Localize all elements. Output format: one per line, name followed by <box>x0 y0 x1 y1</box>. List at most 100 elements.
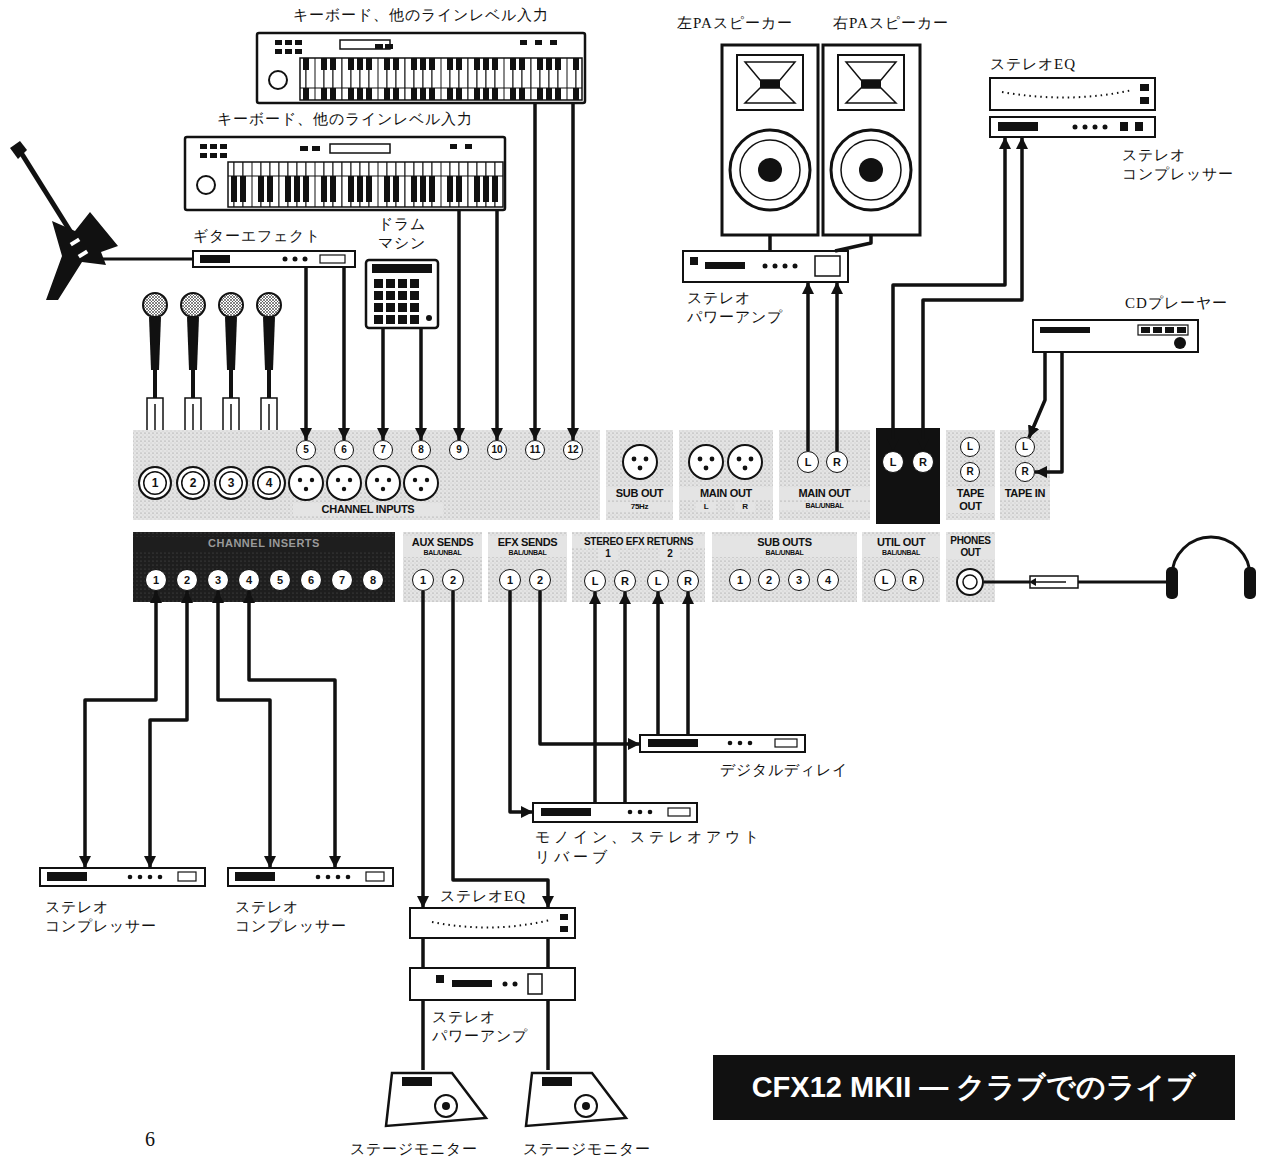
drum-machine <box>386 303 395 312</box>
guitar-effect-unit <box>283 257 288 262</box>
jack-number: 7 <box>339 575 345 586</box>
cable <box>419 328 423 440</box>
keyboard <box>185 137 505 210</box>
device-label: ステレオEQ <box>440 887 540 906</box>
keyboard <box>200 153 207 158</box>
jack-number: R <box>833 457 841 468</box>
jack-number: L <box>1022 442 1028 452</box>
xlr-socket <box>644 457 649 462</box>
guitar-effect-unit <box>293 257 298 262</box>
compressor-unit <box>40 868 205 886</box>
jack-socket: L <box>647 570 669 592</box>
device-box: ステレオ コンプレッサー <box>228 868 393 886</box>
jack-number: 1 <box>737 575 743 586</box>
cable <box>304 267 308 440</box>
mixer-panel <box>946 532 995 602</box>
keyboard <box>275 49 282 54</box>
jack-socket: 5 <box>269 569 291 591</box>
xlr-socket <box>366 466 400 500</box>
jack-socket: L <box>584 570 606 592</box>
jack-socket: 1 <box>729 569 751 591</box>
device-box: ステレオEQ <box>990 78 1155 110</box>
jack-socket: 2 <box>442 569 464 591</box>
jack-panel: MAIN OUTBAL/UNBALLR <box>779 430 870 520</box>
keyboard <box>375 44 383 49</box>
jack-socket: 2 <box>529 569 551 591</box>
pa-speaker <box>831 130 911 210</box>
jack-socket: 1 <box>145 569 167 591</box>
jack-socket: R <box>902 569 924 591</box>
compressor-unit <box>316 875 321 880</box>
mixer-panel <box>862 532 940 602</box>
mixer-panel <box>133 428 1050 602</box>
guitar <box>70 238 81 247</box>
microphone <box>263 317 275 370</box>
microphone <box>191 370 195 398</box>
microphone <box>225 317 237 370</box>
compressor-unit <box>128 875 133 880</box>
device-label: ステレオ コンプレッサー <box>235 898 375 936</box>
device-box: デジタルディレイ <box>640 735 805 752</box>
pa-speaker <box>737 55 803 110</box>
keyboard <box>300 146 308 151</box>
microphone <box>257 293 281 446</box>
headphones <box>1029 578 1036 586</box>
jack-number: L <box>592 576 599 587</box>
cable <box>656 592 660 735</box>
delay-unit <box>738 741 743 746</box>
stereo-eq-unit <box>1140 84 1149 91</box>
cable <box>249 591 335 868</box>
jack-socket: 1 <box>499 569 521 591</box>
mixer-panel <box>1000 430 1050 520</box>
delay-unit <box>640 735 805 752</box>
phones-socket <box>957 569 983 595</box>
jack-socket: L <box>882 451 904 473</box>
panel-label: BAL/UNBAL <box>779 502 870 510</box>
device-label: 左PAスピーカー <box>677 14 817 33</box>
jack-panel: EFX SENDSBAL/UNBAL12 <box>488 532 567 602</box>
pa-speaker <box>861 80 881 88</box>
microphone <box>153 370 157 398</box>
panel-label: UTIL OUT <box>862 536 940 549</box>
panel-label: TAPE OUT <box>946 487 995 513</box>
drum-machine <box>386 315 395 324</box>
panel-label: CHANNEL INSERTS <box>133 537 395 550</box>
jack-socket: R <box>677 570 699 592</box>
cable <box>533 103 537 440</box>
power-amp-unit <box>503 982 508 987</box>
device-box: ステレオEQ <box>410 908 575 938</box>
delay-unit <box>728 741 733 746</box>
drum-machine <box>398 303 407 312</box>
jack-panel: AUX SENDSBAL/UNBAL12 <box>403 532 482 602</box>
compressor-unit <box>138 875 143 880</box>
xlr-socket <box>289 466 323 500</box>
pa-speaker <box>859 158 883 182</box>
panel-label: TAPE IN <box>1000 487 1050 500</box>
device-box: CDプレーヤー <box>1033 320 1198 352</box>
drum-machine <box>410 291 419 300</box>
device-label: キーボード、他のラインレベル入力 <box>257 6 585 25</box>
device-label: ステレオ コンプレッサー <box>45 898 185 936</box>
compressor-unit <box>336 875 341 880</box>
jack-number: 9 <box>456 445 462 455</box>
jack-number: 1 <box>152 477 159 489</box>
keyboard <box>535 40 542 45</box>
mixer-panel <box>876 428 940 524</box>
cable <box>421 938 425 968</box>
jack-socket: 4 <box>817 569 839 591</box>
reverb-unit <box>648 810 653 815</box>
jack-number: 3 <box>796 575 802 586</box>
power-amp-unit <box>410 968 575 1000</box>
cable <box>835 282 839 451</box>
jack-number: 7 <box>380 445 386 455</box>
cable <box>546 1000 550 1070</box>
compressor-unit <box>178 872 196 881</box>
xlr-socket <box>689 445 723 479</box>
guitar-effect-unit <box>320 255 345 263</box>
drum-machine <box>398 279 407 288</box>
jack-number: L <box>967 442 973 452</box>
microphone <box>229 370 233 398</box>
keyboard <box>200 144 207 149</box>
device-box: ステレオ パワーアンプ <box>683 251 848 282</box>
